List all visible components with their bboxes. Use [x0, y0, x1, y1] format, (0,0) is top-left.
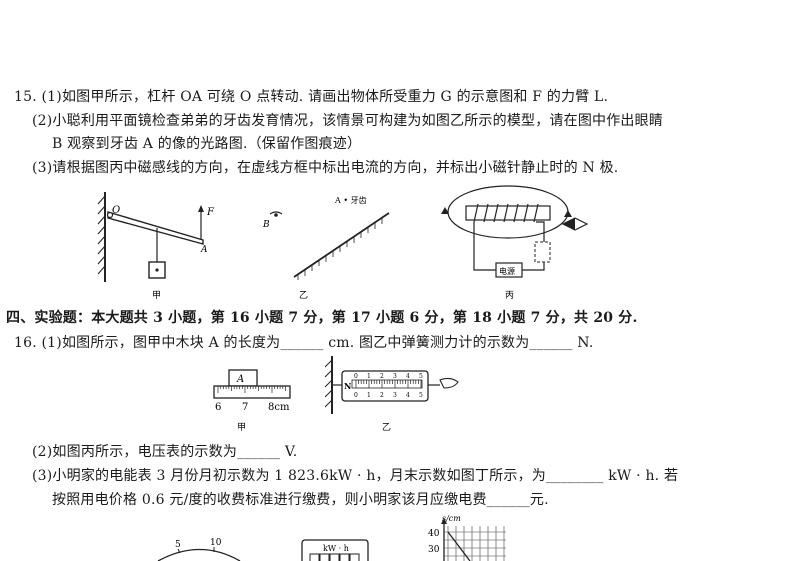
- scale-label-top: 4: [406, 373, 410, 380]
- ruler-tick-7: 7: [242, 402, 248, 413]
- label-power: 电源: [499, 266, 515, 276]
- scale-label-bottom: 2: [380, 392, 384, 399]
- graph-y-40: 40: [428, 529, 440, 539]
- mirror-figure: A • 牙齿 B 乙: [262, 196, 390, 301]
- energy-meter-digits: [309, 553, 360, 561]
- power-source: [495, 262, 523, 278]
- q15-part3: (3)请根据图丙中磁感线的方向，在虚线方框中标出电流的方向，并标出小磁针静止时的…: [32, 160, 619, 176]
- field-arrow-right: [564, 210, 572, 217]
- lever-figure: O F A 甲: [97, 192, 215, 301]
- caption-jia: 甲: [152, 290, 161, 301]
- scale-ticks: [355, 380, 422, 388]
- caption-bing: 丙: [505, 290, 514, 301]
- q15-part2-line2: B 观察到牙齿 A 的像的光路图.（保留作图痕迹）: [52, 136, 362, 152]
- graph-figure: s/cm 40 30: [428, 514, 506, 561]
- q15-part2-line1: (2)小聪利用平面镜检查弟弟的牙齿发育情况，该情景可构建为如图乙所示的模型，请在…: [32, 113, 664, 129]
- block-center: [155, 268, 159, 272]
- q16-part3-line2: 按照用电价格 0.6 元/度的收费标准进行缴费，则小明家该月应缴电费______…: [52, 492, 549, 508]
- graph-y-30: 30: [428, 545, 440, 555]
- force-f-arrowhead: [198, 205, 204, 212]
- eye-icon: [269, 211, 283, 215]
- dashed-box: [534, 241, 551, 263]
- scale-labels: 0 0 1 1 2 2 3 3 4 4 5 5: [354, 373, 423, 399]
- scale-label-bottom: 0: [354, 392, 358, 399]
- wire-top-right: [536, 221, 545, 242]
- scale-label-top: 1: [367, 373, 371, 380]
- energy-meter-unit: kW · h: [323, 544, 349, 553]
- scale-label-bottom: 4: [406, 392, 410, 399]
- spring-scale-figure: N 0 0 1 1 2 2 3 3 4 4 5 5 乙: [324, 356, 459, 433]
- label-a: A: [200, 245, 208, 255]
- energy-meter-figure: kW · h: [301, 539, 369, 561]
- ruler-body: [213, 385, 291, 399]
- section4-title: 四、实验题：本大题共 3 小题，第 16 小题 7 分，第 17 小题 6 分，…: [6, 310, 638, 326]
- graph-line: [447, 531, 471, 561]
- scale-label-bottom: 1: [367, 392, 371, 399]
- lever-bar: [107, 211, 204, 245]
- compass-needle-dark: [563, 218, 575, 230]
- scale-unit-n: N: [344, 381, 351, 391]
- scale-wall-hatching: [324, 359, 333, 408]
- ruler-tick-8cm: 8cm: [268, 402, 290, 413]
- mirror-hatching: [297, 218, 383, 280]
- caption-ruler: 甲: [237, 422, 246, 433]
- label-tooth-a: A • 牙齿: [334, 196, 367, 205]
- q16-part1: 16. (1)如图所示，图甲中木块 A 的长度为______ cm. 图乙中弹簧…: [14, 335, 594, 351]
- caption-yi: 乙: [299, 290, 308, 301]
- pivot-o: [106, 211, 114, 219]
- q15-part1: 15. (1)如图甲所示，杠杆 OA 可绕 O 点转动. 请画出物体所受重力 G…: [14, 89, 609, 105]
- q16-part2: (2)如图丙所示，电压表的示数为______ V.: [32, 444, 298, 460]
- voltmeter-figure: 5 10: [157, 538, 241, 561]
- scale-label-bottom: 3: [393, 392, 397, 399]
- eye-pupil: [274, 213, 278, 217]
- label-o: O: [112, 205, 120, 216]
- field-arrow-left: [441, 207, 449, 214]
- graph-grid: [444, 526, 506, 561]
- wall-hatching: [97, 195, 106, 275]
- voltmeter-label-5: 5: [175, 540, 181, 550]
- plane-mirror: [293, 212, 390, 278]
- caption-scale: 乙: [382, 422, 391, 433]
- solenoid-coils: [473, 203, 539, 223]
- q16-part3-line1: (3)小明家的电能表 3 月份月初示数为 1 823.6kW · h，月末示数如…: [32, 468, 679, 484]
- wire-left: [473, 222, 496, 271]
- hand-icon: [439, 377, 459, 389]
- ruler-figure: A 6 7 8cm 甲: [213, 369, 291, 433]
- scale-label-bottom: 5: [419, 392, 423, 399]
- label-block-a: A: [236, 374, 244, 385]
- voltmeter-label-10: 10: [210, 538, 222, 548]
- label-f: F: [206, 207, 215, 218]
- scale-label-top: 3: [393, 373, 397, 380]
- graph-y-unit: s/cm: [442, 514, 461, 523]
- scale-label-top: 0: [354, 373, 358, 380]
- label-eye-b: B: [262, 220, 270, 230]
- scale-label-top: 2: [380, 373, 384, 380]
- wire-right: [522, 262, 545, 271]
- solenoid-figure: 电源 丙: [441, 185, 589, 301]
- voltmeter-arc: [157, 548, 241, 561]
- scale-label-top: 5: [419, 373, 423, 380]
- ruler-tick-6: 6: [215, 402, 221, 413]
- ruler-ticks: [217, 386, 286, 393]
